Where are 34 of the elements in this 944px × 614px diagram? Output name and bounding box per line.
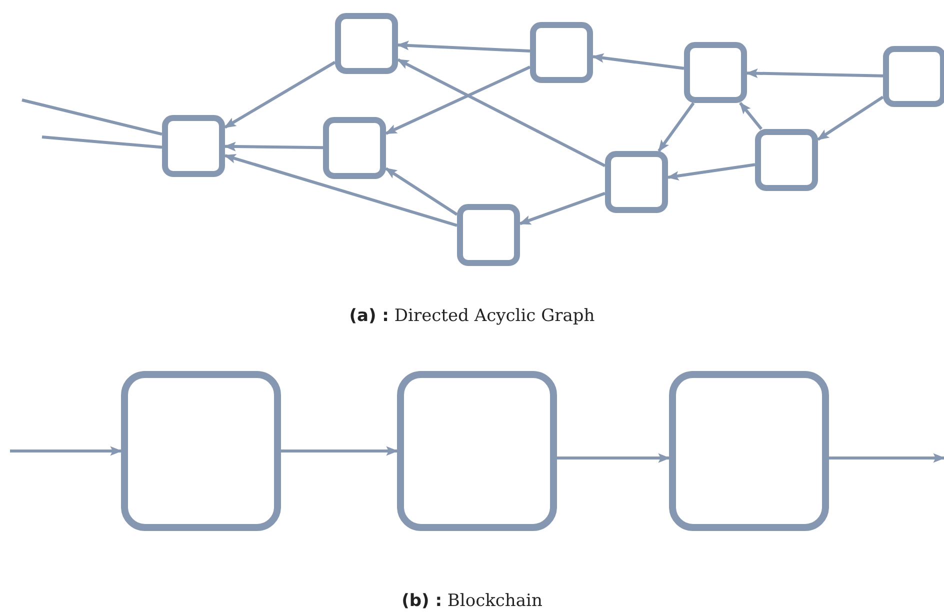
arrow [658,102,695,152]
arrow [518,192,606,226]
arrow [224,154,458,227]
arrow [384,66,531,135]
arrow [557,453,670,463]
arrow [396,40,530,53]
arrow [10,446,122,456]
arrow [817,96,884,141]
block-box [684,42,747,103]
block-box [883,46,944,107]
connector-line [22,98,162,136]
block-box [669,371,829,531]
arrow [224,60,336,129]
arrow [666,163,756,181]
figure-caption: (b) : Blockchain [402,591,542,611]
block-box [121,371,281,531]
block-box [457,204,520,266]
block-box [323,117,386,179]
block-box [530,22,593,83]
arrow [385,167,458,216]
block-box [755,129,818,191]
figure-caption: (a) : Directed Acyclic Graph [349,306,595,326]
arrow [739,102,763,130]
arrow [224,142,324,152]
arrow [746,68,884,78]
arrow [281,446,398,456]
arrow [592,53,684,70]
arrow [396,58,606,168]
block-box [605,151,668,213]
block-box [397,371,557,531]
block-box [162,115,225,177]
connector-line [42,136,162,149]
block-box [335,13,398,74]
arrow [829,453,944,463]
